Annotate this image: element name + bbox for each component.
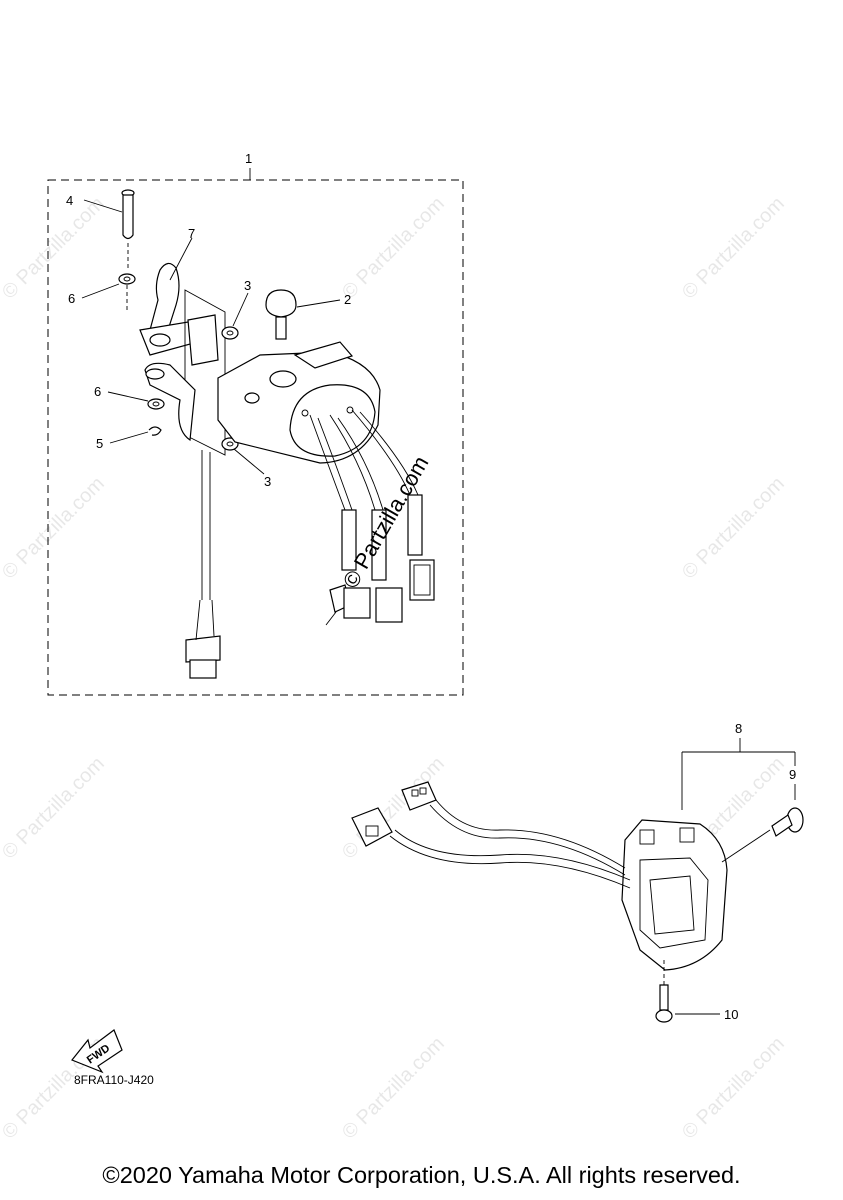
wire-harness bbox=[201, 409, 419, 600]
watermark: © Partzilla.com bbox=[338, 193, 449, 304]
knob-part-2 bbox=[265, 289, 297, 340]
callout-6: 6 bbox=[94, 384, 101, 399]
callout-8: 8 bbox=[735, 721, 742, 736]
wire-harness bbox=[389, 799, 631, 889]
callout-10: 10 bbox=[724, 1007, 738, 1022]
watermark: © Partzilla.com bbox=[0, 193, 109, 304]
switch-housing bbox=[217, 341, 381, 464]
watermark: © Partzilla.com bbox=[0, 753, 109, 864]
callout-4: 4 bbox=[66, 193, 73, 208]
assembly-group-box bbox=[47, 179, 464, 696]
washer-part-6 bbox=[147, 398, 165, 410]
leader-line bbox=[232, 292, 249, 327]
copyright-notice: ©2020 Yamaha Motor Corporation, U.S.A. A… bbox=[102, 1162, 741, 1188]
leader-line bbox=[107, 391, 149, 402]
circlip-part-5 bbox=[148, 426, 162, 436]
watermark: © Partzilla.com bbox=[678, 193, 789, 304]
screw-part-10 bbox=[655, 960, 673, 1023]
collar-part-3 bbox=[221, 326, 239, 340]
watermark: © Partzilla.com bbox=[0, 473, 109, 584]
callout-7: 7 bbox=[188, 226, 195, 241]
washer-part-6 bbox=[118, 273, 136, 285]
callout-9: 9 bbox=[789, 767, 796, 782]
leader-line bbox=[83, 199, 123, 213]
callout-6: 6 bbox=[68, 291, 75, 306]
switch-bracket bbox=[144, 289, 226, 456]
watermark: © Partzilla.com bbox=[678, 473, 789, 584]
leader-line bbox=[81, 283, 120, 299]
connector bbox=[185, 599, 221, 679]
leader-line bbox=[296, 299, 341, 308]
connector bbox=[407, 494, 435, 601]
screw-part-9 bbox=[771, 807, 804, 837]
connector bbox=[401, 781, 437, 811]
drawing-code: 8FRA110-J420 bbox=[74, 1073, 154, 1087]
callout-1: 1 bbox=[245, 151, 252, 166]
callout-3: 3 bbox=[264, 474, 271, 489]
callout-2: 2 bbox=[344, 292, 351, 307]
pin-part-4 bbox=[121, 189, 135, 240]
connector bbox=[325, 509, 371, 626]
watermark: © Partzilla.com bbox=[678, 1033, 789, 1144]
connector bbox=[371, 509, 403, 623]
callout-5: 5 bbox=[96, 436, 103, 451]
leader-line bbox=[721, 829, 771, 863]
leader-line bbox=[169, 237, 193, 281]
leader-line bbox=[233, 448, 265, 475]
handle-switch-body-part-8 bbox=[621, 819, 728, 971]
leader-line bbox=[109, 431, 149, 444]
connector bbox=[351, 807, 393, 847]
background-watermarks: © Partzilla.com © Partzilla.com © Partzi… bbox=[0, 193, 789, 1144]
callout-3: 3 bbox=[244, 278, 251, 293]
watermark: © Partzilla.com bbox=[338, 1033, 449, 1144]
